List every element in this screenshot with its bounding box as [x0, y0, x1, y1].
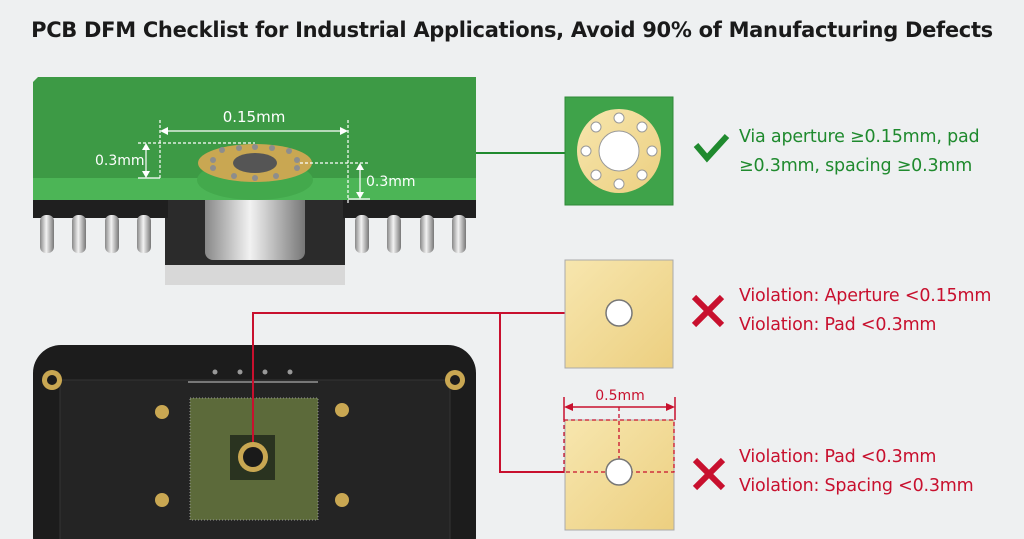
fail-pad-thumbnail-1: [564, 259, 674, 369]
aperture-dimension-label: 0.15mm: [223, 108, 286, 126]
callout-line: Violation: Spacing <0.3mm: [739, 476, 974, 496]
check-icon: [693, 133, 730, 163]
pcb-top-view: [33, 345, 476, 539]
fail-callout-text-2: Violation: Pad <0.3mm Violation: Spacing…: [739, 443, 974, 501]
cross-icon: [692, 457, 726, 491]
callout-line: Violation: Pad <0.3mm: [739, 315, 937, 335]
cross-icon: [691, 294, 725, 328]
callout-line: ≥0.3mm, spacing ≥0.3mm: [739, 156, 973, 176]
pad-width-dimension-label: 0.5mm: [595, 388, 645, 404]
fail-pad-thumbnail-2: [563, 397, 676, 531]
pad-dimension-label-left: 0.3mm: [95, 153, 145, 169]
callout-line: Violation: Aperture <0.15mm: [739, 286, 992, 306]
pad-dimension-label-right: 0.3mm: [366, 174, 416, 190]
callout-line: Violation: Pad <0.3mm: [739, 447, 937, 467]
pass-callout-text: Via aperture ≥0.15mm, pad ≥0.3mm, spacin…: [739, 123, 980, 181]
page-title: PCB DFM Checklist for Industrial Applica…: [31, 18, 993, 42]
fail-callout-text-1: Violation: Aperture <0.15mm Violation: P…: [739, 282, 991, 340]
fail-connector-line-2: [499, 313, 565, 473]
pass-pad-thumbnail: [564, 96, 674, 206]
callout-line: Via aperture ≥0.15mm, pad: [739, 127, 980, 147]
pcb-cross-section: [33, 77, 476, 285]
fail-connector-line-1: [252, 312, 565, 442]
